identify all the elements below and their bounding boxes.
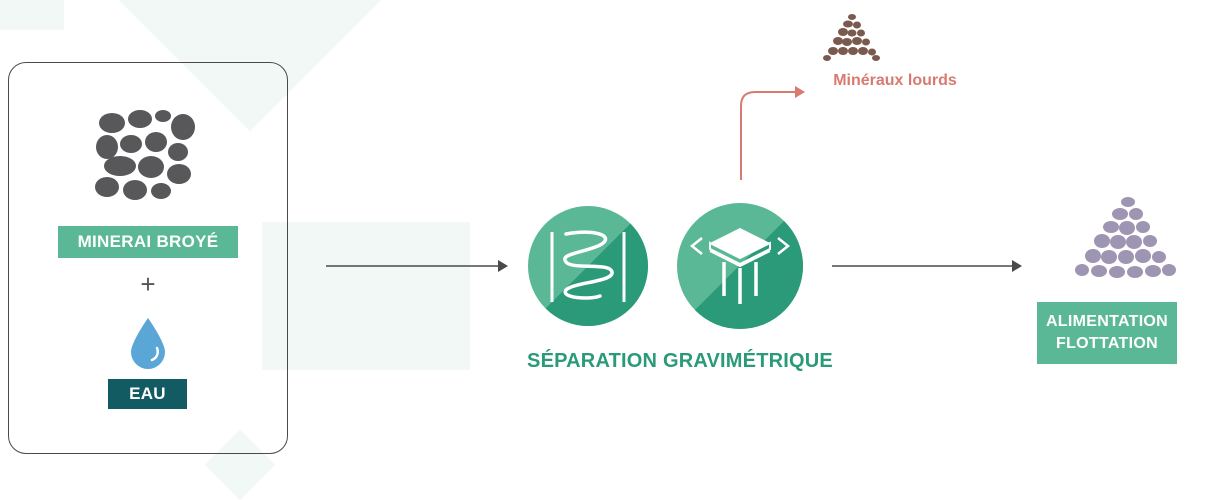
input-arrow [326,260,508,272]
input-panel [8,62,288,454]
crushed-ore-label: MINERAI BROYÉ [58,226,238,258]
diagram-canvas [95,14,1176,369]
heavy-minerals-label: Minéraux lourds [833,72,957,89]
flotation-feed-label: ALIMENTATION FLOTTATION [1037,302,1177,364]
spiral-concentrator-icon [528,206,648,326]
heavy-minerals-arrow [740,86,805,180]
crushed-ore-icon [95,110,195,200]
flotation-feed-line1: ALIMENTATION [1045,313,1169,330]
flotation-feed-pile-icon [1075,197,1176,278]
output-arrow [832,260,1022,272]
shaking-table-icon [677,203,803,329]
heavy-minerals-pile-icon [823,14,880,61]
plus-sign: + [140,269,156,299]
water-label: EAU [108,379,187,409]
background-rectangle [262,222,470,370]
separation-title: SÉPARATION GRAVIMÉTRIQUE [527,350,833,372]
background-square [0,0,64,30]
water-drop-icon [131,318,165,369]
flotation-feed-line2: FLOTTATION [1056,335,1158,352]
